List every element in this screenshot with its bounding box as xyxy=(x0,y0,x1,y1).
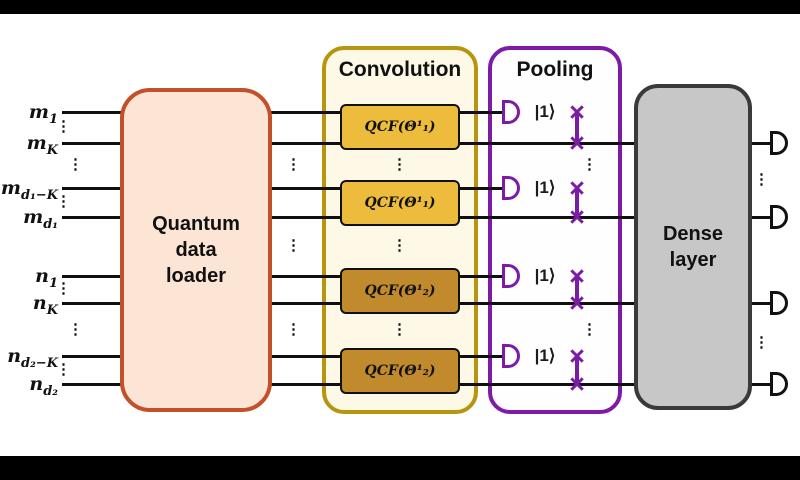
input-label-n1: n1 xyxy=(0,262,58,291)
convolution-title: Convolution xyxy=(338,58,462,81)
ellipsis-dots: ⋮ xyxy=(392,237,407,254)
input-sub: K xyxy=(46,142,58,158)
classical-control-line xyxy=(575,356,579,384)
input-label-mK: mK xyxy=(0,129,58,158)
input-sub: 1 xyxy=(48,111,58,127)
classical-control-line xyxy=(575,112,579,143)
x-gate-icon: × xyxy=(569,341,585,371)
input-sub: d₁ xyxy=(43,216,58,232)
input-sub: d₂ xyxy=(43,383,58,399)
ellipsis-dots: ⋮ xyxy=(56,118,71,135)
input-base: n xyxy=(29,373,44,395)
ket-one-label: |1⟩ xyxy=(534,266,556,285)
input-base: n xyxy=(7,345,22,367)
input-sub: d₁−K xyxy=(21,187,58,203)
qcf-gate-2: QCF(Θ¹₁) xyxy=(340,180,460,226)
letterbox-bar-bottom xyxy=(0,456,800,480)
classical-control-line xyxy=(575,276,579,303)
quantum-wire xyxy=(460,111,506,114)
input-label-nd2-K: nd₂−K xyxy=(0,342,58,371)
quantum-data-loader-box: Quantum data loader xyxy=(120,88,272,412)
measurement-icon xyxy=(770,131,788,155)
ellipsis-dots: ⋮ xyxy=(582,156,597,173)
qcf-gate-label: QCF(Θ¹₂) xyxy=(364,363,436,379)
ellipsis-dots: ⋮ xyxy=(56,361,71,378)
quantum-wire xyxy=(750,302,772,305)
input-base: n xyxy=(35,265,49,287)
qcf-gate-3: QCF(Θ¹₂) xyxy=(340,268,460,314)
ellipsis-dots: ⋮ xyxy=(56,193,71,210)
ellipsis-dots: ⋮ xyxy=(754,334,769,351)
x-gate-icon: × xyxy=(569,97,585,127)
quantum-wire xyxy=(460,187,506,190)
ellipsis-dots: ⋮ xyxy=(56,280,71,297)
ellipsis-dots: ⋮ xyxy=(392,321,407,338)
pooling-title: Pooling xyxy=(516,58,594,81)
quantum-wire xyxy=(750,383,772,386)
x-gate-icon: × xyxy=(569,173,585,203)
measurement-icon xyxy=(502,176,520,200)
measurement-icon xyxy=(770,205,788,229)
input-base: m xyxy=(0,177,22,199)
measurement-icon xyxy=(502,264,520,288)
letterbox-bar-top xyxy=(0,0,800,14)
ellipsis-dots: ⋮ xyxy=(286,156,301,173)
qcf-gate-4: QCF(Θ¹₂) xyxy=(340,348,460,394)
input-label-m1: m1 xyxy=(0,98,58,127)
classical-control-line xyxy=(575,188,579,217)
quantum-wire xyxy=(460,302,638,305)
input-base: m xyxy=(26,132,47,154)
quantum-wire xyxy=(460,355,506,358)
measurement-icon xyxy=(770,291,788,315)
input-label-nd2: nd₂ xyxy=(0,370,58,399)
ellipsis-dots: ⋮ xyxy=(582,321,597,338)
ellipsis-dots: ⋮ xyxy=(754,171,769,188)
ellipsis-dots: ⋮ xyxy=(286,237,301,254)
quantum-wire xyxy=(460,216,638,219)
measurement-icon xyxy=(770,372,788,396)
ellipsis-dots: ⋮ xyxy=(68,156,83,173)
input-base: m xyxy=(28,101,49,123)
qcf-gate-label: QCF(Θ¹₁) xyxy=(364,119,436,135)
quantum-data-loader-label: Quantum data loader xyxy=(152,213,240,287)
input-sub: K xyxy=(46,302,58,318)
ket-one-label: |1⟩ xyxy=(534,178,556,197)
measurement-icon xyxy=(502,344,520,368)
input-sub: 1 xyxy=(48,275,58,291)
ellipsis-dots: ⋮ xyxy=(392,156,407,173)
x-gate-icon: × xyxy=(569,369,585,399)
x-gate-icon: × xyxy=(569,288,585,318)
quantum-wire xyxy=(460,142,638,145)
ellipsis-dots: ⋮ xyxy=(68,321,83,338)
input-label-md1: md₁ xyxy=(0,203,58,232)
x-gate-icon: × xyxy=(569,202,585,232)
qcf-gate-1: QCF(Θ¹₁) xyxy=(340,104,460,150)
input-label-md1-K: md₁−K xyxy=(0,174,58,203)
quantum-wire xyxy=(460,383,638,386)
input-sub: d₂−K xyxy=(21,355,58,371)
input-label-nK: nK xyxy=(0,289,58,318)
x-gate-icon: × xyxy=(569,128,585,158)
input-base: m xyxy=(23,206,44,228)
qcf-gate-label: QCF(Θ¹₁) xyxy=(364,195,436,211)
qcf-gate-label: QCF(Θ¹₂) xyxy=(364,283,436,299)
input-base: n xyxy=(32,292,47,314)
ellipsis-dots: ⋮ xyxy=(286,321,301,338)
dense-layer-box: Dense layer xyxy=(634,84,752,410)
x-gate-icon: × xyxy=(569,261,585,291)
ket-one-label: |1⟩ xyxy=(534,102,556,121)
quantum-wire xyxy=(750,142,772,145)
quantum-wire xyxy=(460,275,506,278)
dense-layer-label: Dense layer xyxy=(662,223,724,271)
ket-one-label: |1⟩ xyxy=(534,346,556,365)
quantum-wire xyxy=(750,216,772,219)
measurement-icon xyxy=(502,100,520,124)
